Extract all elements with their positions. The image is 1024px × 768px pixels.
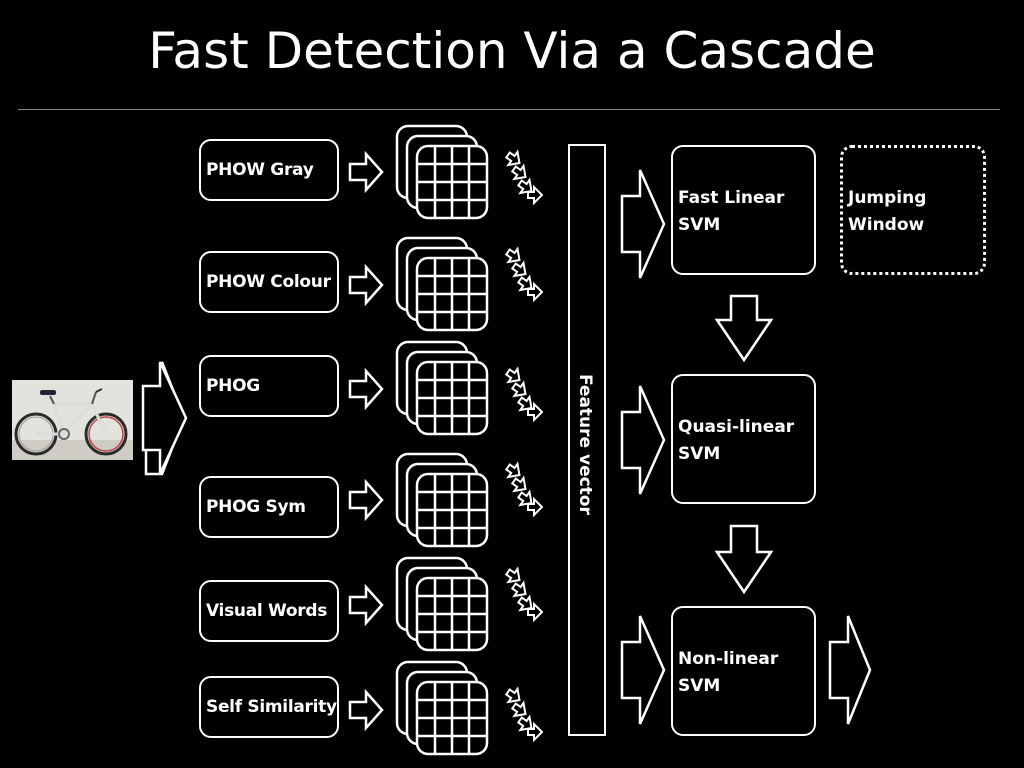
output-arrow bbox=[828, 615, 872, 725]
arrow-stack-4 bbox=[503, 565, 542, 620]
arrow-stack-0 bbox=[503, 148, 542, 203]
jumping-window-line1: Jumping bbox=[848, 188, 927, 208]
feature-box-visual-words: Visual Words bbox=[199, 580, 339, 642]
title-divider bbox=[18, 109, 1000, 110]
classifier-box-fast-linear: Fast Linear SVM bbox=[671, 145, 816, 275]
bicycle-photo bbox=[12, 380, 133, 460]
row-arrow-1 bbox=[348, 265, 384, 305]
jumping-window-line2: Window bbox=[848, 215, 925, 235]
feature-vector-bar: Feature vector bbox=[568, 144, 606, 736]
feature-box-phog: PHOG bbox=[199, 355, 339, 417]
feature-box-phow-colour: PHOW Colour bbox=[199, 251, 339, 313]
histogram-grid-1 bbox=[395, 236, 489, 332]
feature-box-phow-gray: PHOW Gray bbox=[199, 139, 339, 201]
feature-box-phog-sym: PHOG Sym bbox=[199, 476, 339, 538]
classifier-box-non-linear: Non-linear SVM bbox=[671, 606, 816, 736]
row-arrow-0 bbox=[348, 152, 384, 192]
feature-label: Self Similarity bbox=[206, 697, 337, 717]
classifier-name: Fast Linear bbox=[678, 188, 785, 208]
classifier-type: SVM bbox=[678, 676, 721, 696]
feature-box-self-similarity: Self Similarity bbox=[199, 676, 339, 738]
row-arrow-2 bbox=[348, 369, 384, 409]
classifier-name: Non-linear bbox=[678, 649, 779, 669]
arrow-stack-2 bbox=[503, 365, 542, 420]
classifier-type: SVM bbox=[678, 215, 721, 235]
row-arrow-3 bbox=[348, 480, 384, 520]
feature-vector-label: Feature vector bbox=[575, 374, 595, 515]
down-arrow-2 bbox=[714, 524, 774, 595]
fv-arrow-non-linear bbox=[620, 615, 666, 725]
histogram-grid-2 bbox=[395, 340, 489, 436]
arrow-stack-1 bbox=[503, 245, 542, 300]
feature-label: PHOW Colour bbox=[206, 272, 331, 292]
histogram-grid-5 bbox=[395, 660, 489, 756]
arrow-stack-3 bbox=[503, 460, 542, 515]
feature-label: Visual Words bbox=[206, 601, 328, 621]
fv-arrow-quasi-linear bbox=[620, 385, 666, 495]
classifier-box-quasi-linear: Quasi-linear SVM bbox=[671, 374, 816, 504]
feature-label: PHOG bbox=[206, 376, 260, 396]
arrow-stack-5 bbox=[503, 685, 542, 740]
histogram-grid-0 bbox=[395, 124, 489, 220]
classifier-name: Quasi-linear bbox=[678, 417, 795, 437]
down-arrow-1 bbox=[714, 294, 774, 363]
fv-arrow-fast-linear bbox=[620, 169, 666, 279]
histogram-grid-3 bbox=[395, 452, 489, 548]
jumping-window-box: Jumping Window bbox=[840, 145, 986, 275]
feature-label: PHOW Gray bbox=[206, 160, 314, 180]
feature-label: PHOG Sym bbox=[206, 497, 306, 517]
slide-title: Fast Detection Via a Cascade bbox=[148, 22, 876, 80]
row-arrow-4 bbox=[348, 585, 384, 625]
row-arrow-5 bbox=[348, 690, 384, 730]
classifier-type: SVM bbox=[678, 444, 721, 464]
histogram-grid-4 bbox=[395, 556, 489, 652]
